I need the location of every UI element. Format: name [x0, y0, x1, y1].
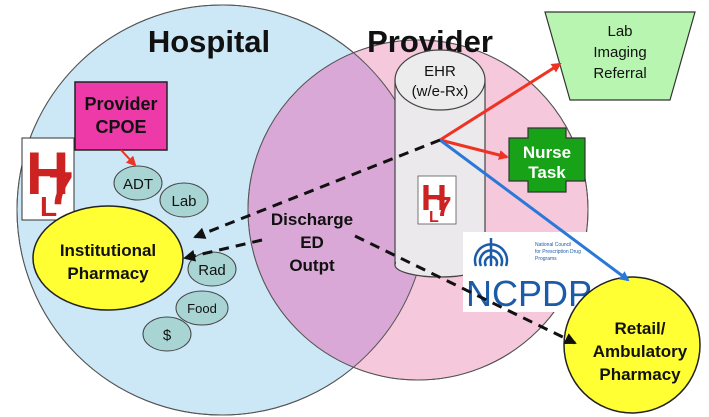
institutional-pharmacy-line2: Pharmacy: [67, 264, 149, 283]
provider-cpoe-line2: CPOE: [95, 117, 146, 137]
lab-label: Lab: [171, 193, 196, 210]
svg-text:L: L: [40, 191, 57, 222]
svg-text:7: 7: [436, 191, 452, 222]
ehr-to-ncpdp-arrow: [439, 138, 630, 282]
overlap-to-institutional-pharmacy-arrow: [183, 238, 263, 262]
hl7-logo-large: H 7 L: [21, 137, 75, 222]
ncpdp-tagline-2: for Prescription Drug: [535, 249, 581, 255]
svg-text:7: 7: [48, 162, 74, 214]
lab-referral-line2: Imaging: [593, 44, 646, 61]
food-bubble: [175, 290, 229, 326]
lab-bubble: [159, 182, 209, 218]
ehr-label: EHR: [424, 63, 456, 80]
overlap-line3: Outpt: [289, 256, 335, 275]
nurse-task-cross: [508, 127, 586, 193]
ehr-to-nurse-task-arrow: [439, 138, 509, 160]
overlap-to-retail-pharmacy-arrow: [354, 234, 577, 345]
nurse-task-line2: Task: [528, 163, 566, 182]
provider-cpoe-box: [74, 81, 168, 151]
cpoe-to-adt-arrow: [120, 149, 137, 167]
lab-referral-line3: Referral: [593, 65, 646, 82]
institutional-pharmacy: [32, 205, 184, 311]
adt-label: ADT: [123, 176, 153, 193]
hospital-title: Hospital: [148, 24, 270, 59]
dollar-label: $: [163, 327, 172, 344]
ncpdp-tagline-1: National Council: [535, 242, 571, 248]
overlap-line2: ED: [300, 233, 324, 252]
food-label: Food: [187, 301, 217, 316]
overlap-line1: Discharge: [271, 210, 353, 229]
rad-label: Rad: [198, 262, 226, 279]
svg-text:H: H: [26, 140, 69, 207]
retail-pharmacy-line3: Pharmacy: [599, 365, 681, 384]
lab-referral-line1: Lab: [607, 23, 632, 40]
ncpdp-name: NCPDP: [466, 273, 592, 314]
dollar-bubble: [142, 316, 192, 352]
nurse-task-line1: Nurse: [523, 143, 571, 162]
retail-pharmacy: [563, 276, 701, 414]
ehr-to-lab-referral-arrow: [439, 62, 562, 142]
provider-cpoe-line1: Provider: [84, 94, 157, 114]
svg-text:L: L: [429, 209, 439, 226]
ehr-to-institutional-pharmacy-arrow: [193, 138, 441, 239]
svg-text:H: H: [421, 177, 447, 218]
institutional-pharmacy-line1: Institutional: [60, 241, 156, 260]
hl7-logo-small: H 7 L: [417, 175, 457, 226]
ehr-sublabel: (w/e-Rx): [412, 83, 469, 100]
ncpdp-tagline-3: Programs: [535, 256, 557, 262]
adt-bubble: [113, 165, 163, 201]
retail-pharmacy-line1: Retail/: [614, 319, 665, 338]
ncpdp-globe-icon: [473, 238, 509, 267]
hospital-systems: ADT Lab: [113, 165, 209, 218]
retail-pharmacy-line2: Ambulatory: [593, 342, 688, 361]
